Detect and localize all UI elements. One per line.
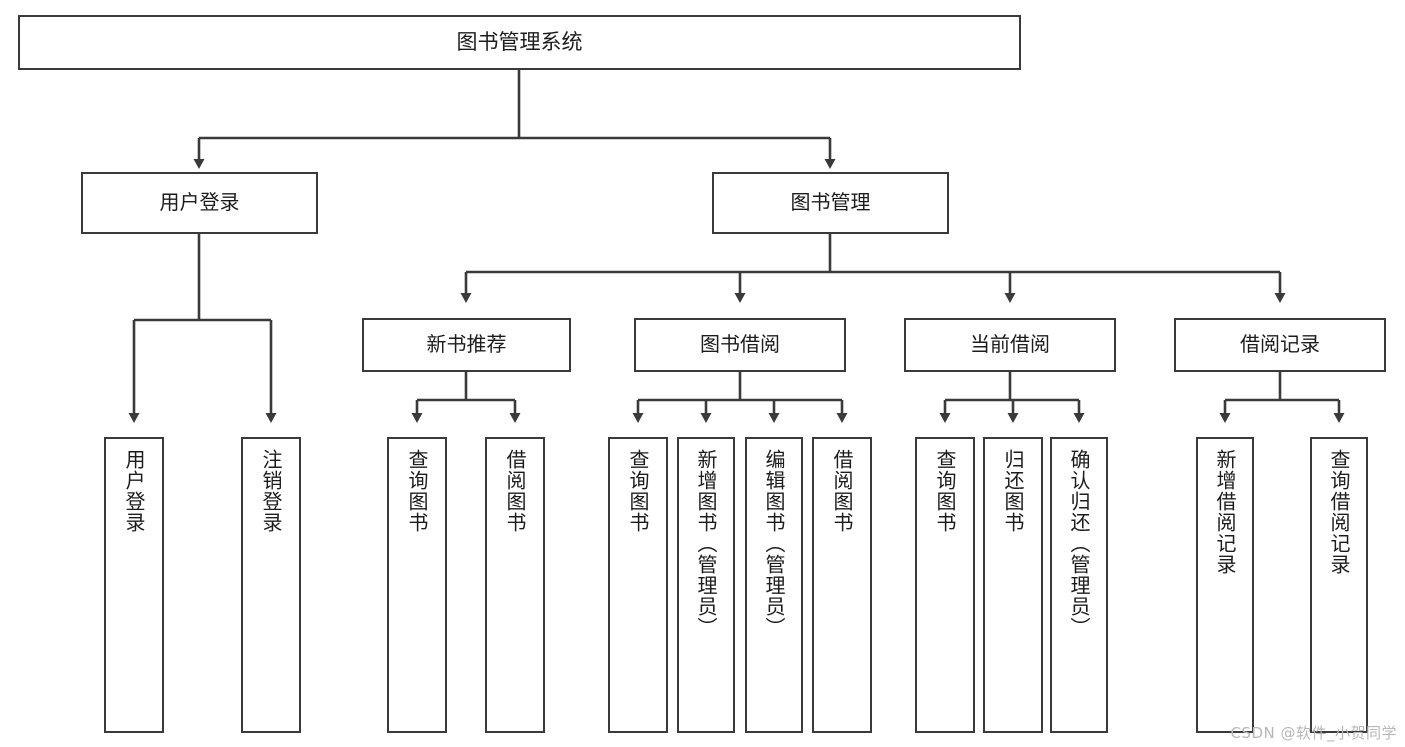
node-current-borrow-label: 当前借阅 <box>970 332 1050 357</box>
leaf-query-book-recommend-label: 查询图书 <box>405 449 429 533</box>
leaf-user-login[interactable]: 用户登录 <box>104 437 164 733</box>
leaf-add-borrow-record[interactable]: 新增借阅记录 <box>1196 437 1254 733</box>
node-book-management[interactable]: 图书管理 <box>712 172 949 234</box>
leaf-logout[interactable]: 注销登录 <box>241 437 301 733</box>
leaf-query-book-current[interactable]: 查询图书 <box>915 437 975 733</box>
leaf-borrow-book-recommend-label: 借阅图书 <box>503 449 527 533</box>
leaf-add-book-admin-label: 新增图书（管理员） <box>694 449 718 638</box>
node-root-label: 图书管理系统 <box>456 30 583 55</box>
node-book-borrow[interactable]: 图书借阅 <box>634 318 846 372</box>
node-user-login[interactable]: 用户登录 <box>81 172 318 234</box>
leaf-edit-book-admin[interactable]: 编辑图书（管理员） <box>745 437 803 733</box>
node-new-book-recommend[interactable]: 新书推荐 <box>362 318 571 372</box>
node-current-borrow[interactable]: 当前借阅 <box>904 318 1116 372</box>
node-borrow-record[interactable]: 借阅记录 <box>1174 318 1386 372</box>
leaf-edit-book-admin-label: 编辑图书（管理员） <box>762 449 786 638</box>
leaf-query-book-borrow-label: 查询图书 <box>626 449 650 533</box>
leaf-logout-label: 注销登录 <box>259 449 283 533</box>
node-user-login-label: 用户登录 <box>159 190 240 215</box>
watermark: CSDN @软件_小贺同学 <box>1230 724 1397 742</box>
node-root[interactable]: 图书管理系统 <box>18 15 1021 70</box>
leaf-query-borrow-record-label: 查询借阅记录 <box>1327 449 1351 575</box>
leaf-add-book-admin[interactable]: 新增图书（管理员） <box>677 437 735 733</box>
leaf-query-book-recommend[interactable]: 查询图书 <box>387 437 447 733</box>
leaf-query-borrow-record[interactable]: 查询借阅记录 <box>1310 437 1368 733</box>
leaf-borrow-book-label: 借阅图书 <box>830 449 854 533</box>
leaf-user-login-label: 用户登录 <box>122 449 146 533</box>
leaf-confirm-return-admin-label: 确认归还（管理员） <box>1067 449 1091 638</box>
leaf-borrow-book[interactable]: 借阅图书 <box>812 437 872 733</box>
node-book-management-label: 图书管理 <box>790 190 871 215</box>
node-book-borrow-label: 图书借阅 <box>700 332 780 357</box>
leaf-borrow-book-recommend[interactable]: 借阅图书 <box>485 437 545 733</box>
leaf-return-book[interactable]: 归还图书 <box>983 437 1043 733</box>
leaf-query-book-borrow[interactable]: 查询图书 <box>608 437 668 733</box>
node-borrow-record-label: 借阅记录 <box>1240 332 1320 357</box>
leaf-query-book-current-label: 查询图书 <box>933 449 957 533</box>
leaf-confirm-return-admin[interactable]: 确认归还（管理员） <box>1050 437 1108 733</box>
leaf-return-book-label: 归还图书 <box>1001 449 1025 533</box>
node-new-book-recommend-label: 新书推荐 <box>426 332 507 357</box>
leaf-add-borrow-record-label: 新增借阅记录 <box>1213 449 1237 575</box>
